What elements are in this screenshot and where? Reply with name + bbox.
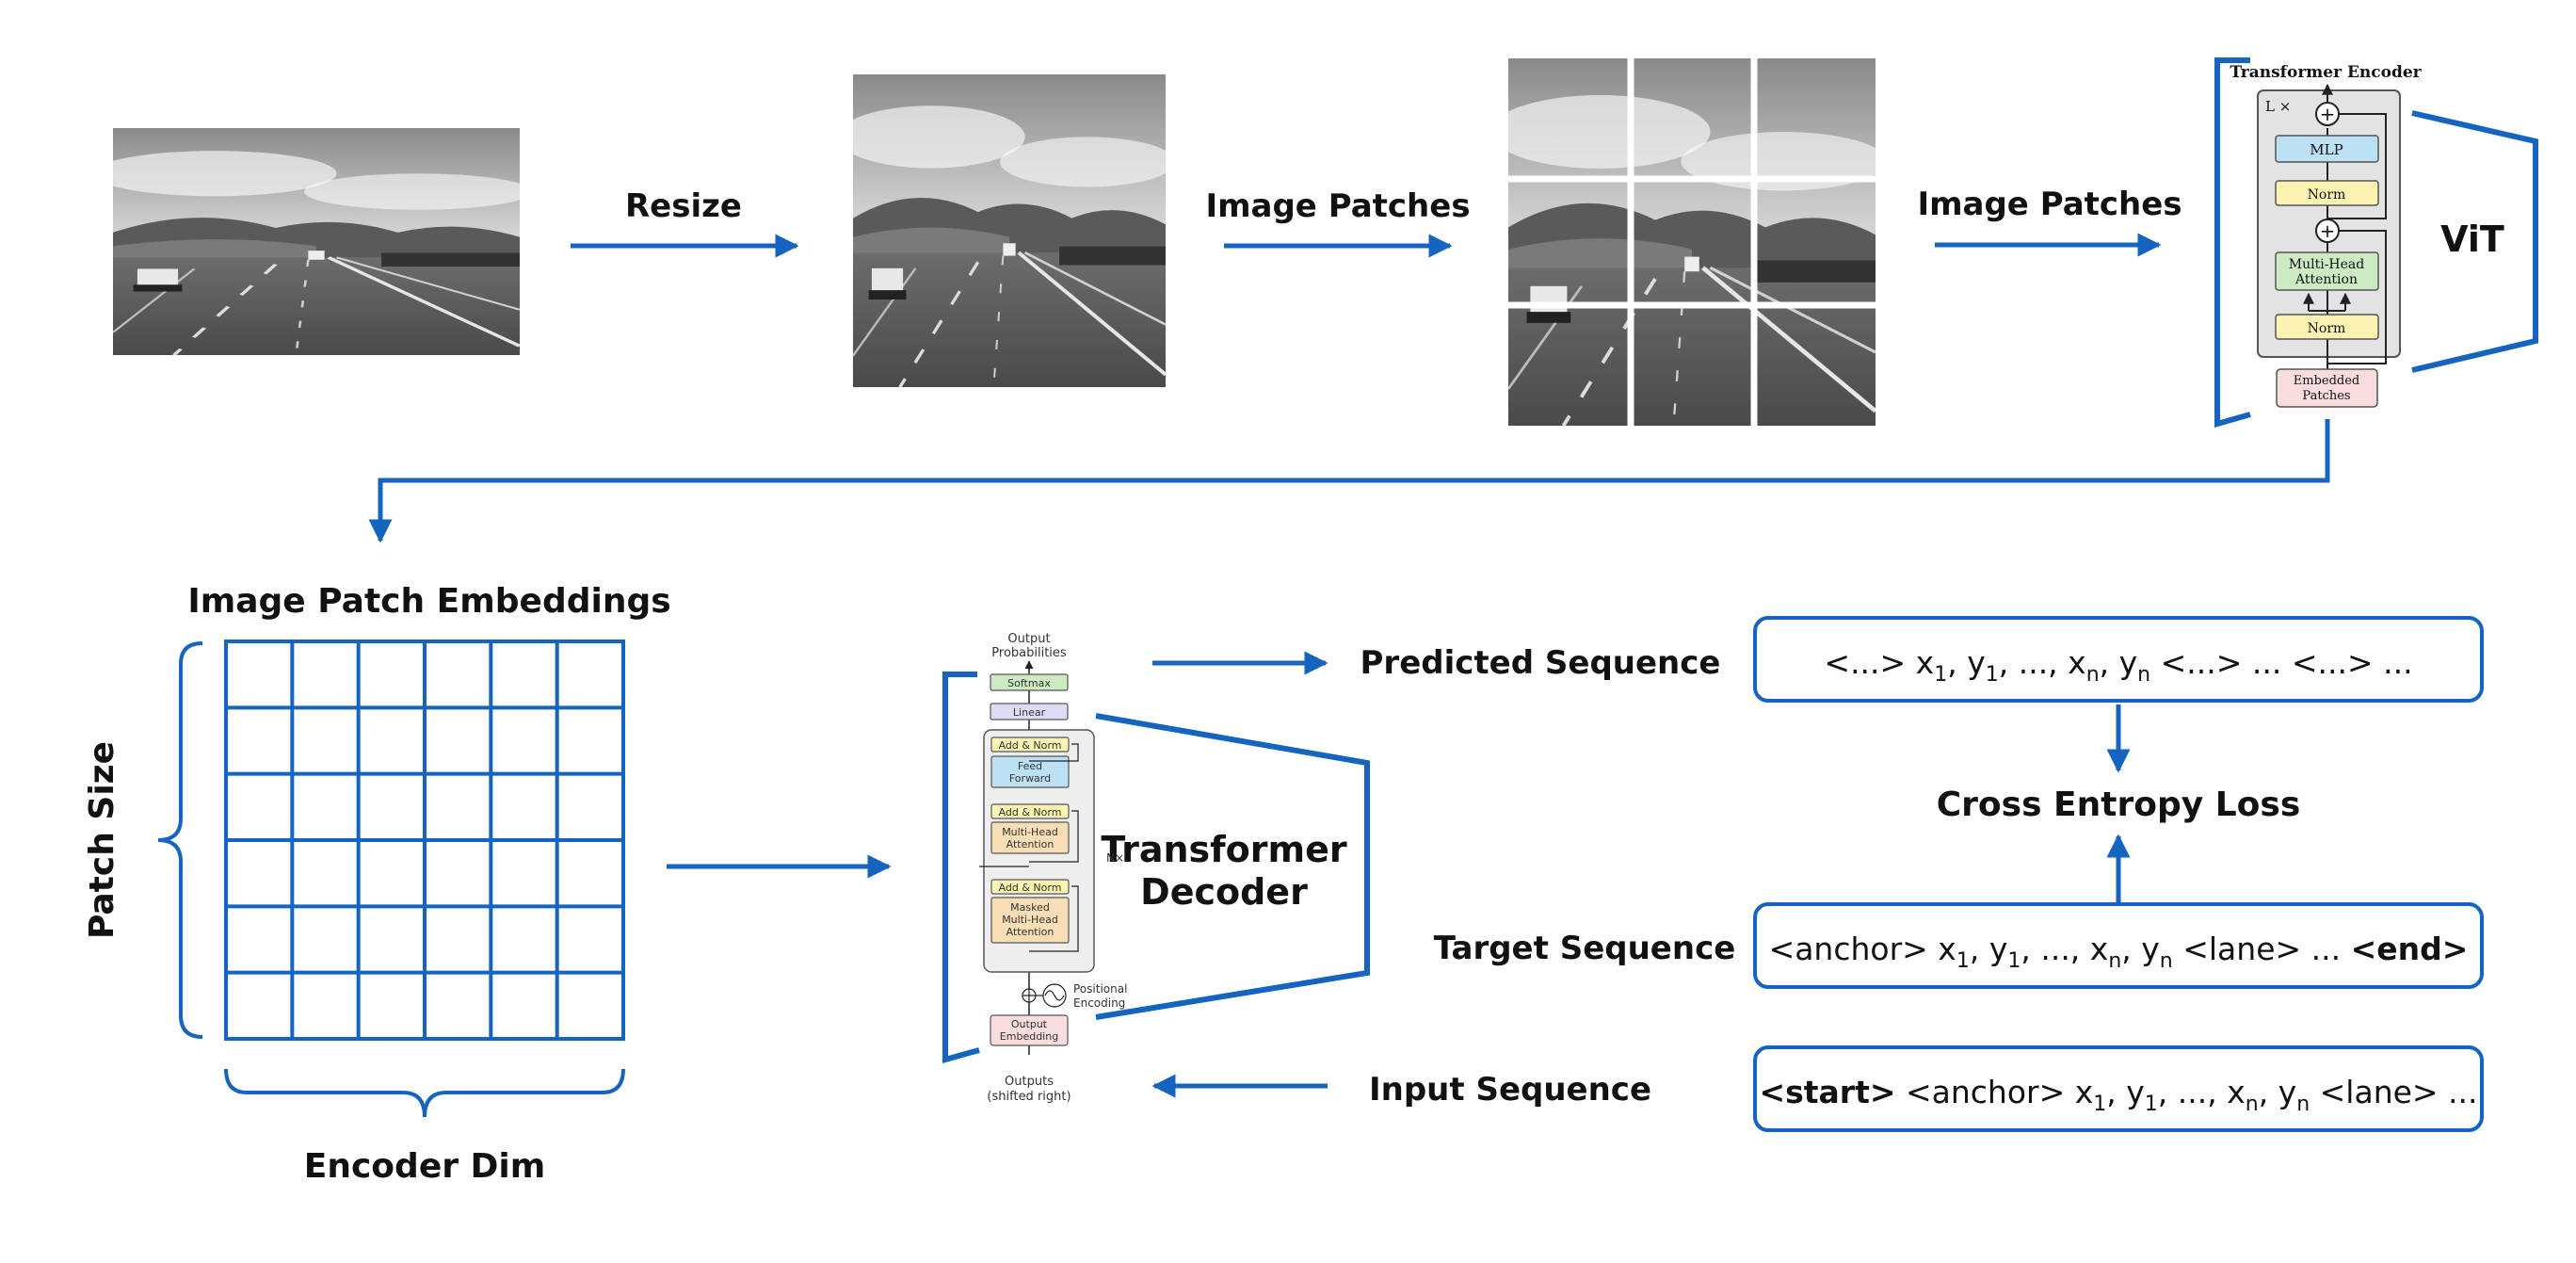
embedding-grid <box>224 640 625 1041</box>
svg-text:Multi-Head: Multi-Head <box>2289 257 2365 272</box>
predicted-sequence-label: Predicted Sequence <box>1360 644 1721 682</box>
predicted-sequence-box: <...> x1, y1, ..., xn, yn <...> ... <...… <box>1753 616 2484 703</box>
vit-bracket <box>2214 57 2538 428</box>
svg-text:Attention: Attention <box>1006 838 1055 850</box>
encoder-norm-box-bottom <box>2275 314 2379 340</box>
decoder-attention-box <box>990 821 1070 854</box>
svg-text:Multi-Head: Multi-Head <box>1002 826 1058 838</box>
output-embedding-box <box>990 1014 1069 1046</box>
svg-text:Positional: Positional <box>1073 982 1127 996</box>
decoder-masked-attention-box <box>990 897 1070 944</box>
predicted-sequence-text: <...> x1, y1, ..., xn, yn <...> ... <...… <box>1824 644 2412 687</box>
svg-text:Linear: Linear <box>1013 706 1046 719</box>
svg-text:Attention: Attention <box>2294 272 2358 287</box>
encoder-add-icon-2 <box>2315 219 2340 243</box>
original-image <box>92 128 532 355</box>
svg-text:Output: Output <box>1007 632 1050 646</box>
decoder-linear-box <box>990 703 1069 721</box>
svg-text:Probabilities: Probabilities <box>991 646 1067 660</box>
svg-text:+: + <box>2320 103 2336 125</box>
encoder-dim-brace <box>224 1068 625 1118</box>
encoder-repeat: L × <box>2265 98 2291 115</box>
embedded-patches-box <box>2276 368 2378 408</box>
input-sequence-text: <start> <anchor> x1, y1, ..., xn, yn <la… <box>1759 1074 2477 1116</box>
encoder-attention-box <box>2275 251 2379 291</box>
svg-text:Outputs: Outputs <box>1005 1075 1054 1089</box>
svg-text:N×: N× <box>1106 851 1124 865</box>
svg-text:Multi-Head: Multi-Head <box>1002 914 1058 926</box>
input-sequence-label: Input Sequence <box>1369 1071 1651 1109</box>
svg-text:+: + <box>2320 219 2336 242</box>
transformer-decoder-block: Output Probabilities Softmax Linear Add … <box>979 632 1127 1104</box>
svg-text:Output: Output <box>1011 1018 1048 1030</box>
decoder-bracket <box>942 672 1370 1063</box>
embeddings-title: Image Patch Embeddings <box>187 582 670 621</box>
decoder-softmax-box <box>990 673 1069 691</box>
svg-text:Add & Norm: Add & Norm <box>999 806 1062 818</box>
svg-text:Attention: Attention <box>1006 926 1055 938</box>
resize-label: Resize <box>625 187 742 225</box>
decoder-feed-forward-box <box>990 755 1070 788</box>
resized-image <box>853 74 1166 387</box>
decoder-label-line2: Decoder <box>1140 871 1308 913</box>
encoder-mlp-box <box>2275 135 2379 163</box>
svg-text:Feed: Feed <box>1018 760 1042 772</box>
input-sequence-box: <start> <anchor> x1, y1, ..., xn, yn <la… <box>1753 1045 2484 1132</box>
svg-text:Forward: Forward <box>1009 772 1051 785</box>
image-patches-label-1: Image Patches <box>1205 187 1470 225</box>
image-patches-label-2: Image Patches <box>1917 186 2182 223</box>
patch-size-brace <box>157 641 203 1039</box>
transformer-encoder-block: Transformer Encoder L × + MLP Norm + Mul… <box>2230 63 2423 408</box>
svg-text:Add & Norm: Add & Norm <box>999 882 1062 894</box>
decoder-label-line1: Transformer <box>1101 829 1347 870</box>
svg-text:(shifted right): (shifted right) <box>987 1090 1071 1104</box>
svg-text:Add & Norm: Add & Norm <box>999 739 1062 752</box>
target-sequence-text: <anchor> x1, y1, ..., xn, yn <lane> ... … <box>1769 931 2469 973</box>
encoder-dim-label: Encoder Dim <box>304 1147 546 1186</box>
target-sequence-box: <anchor> x1, y1, ..., xn, yn <lane> ... … <box>1753 902 2484 989</box>
svg-text:Norm: Norm <box>2308 321 2346 336</box>
encoder-add-icon <box>2315 102 2340 126</box>
encoder-norm-box-top <box>2275 180 2379 206</box>
target-sequence-label: Target Sequence <box>1434 930 1736 967</box>
svg-text:Masked: Masked <box>1010 901 1050 914</box>
svg-text:Softmax: Softmax <box>1007 677 1051 689</box>
vit-label: ViT <box>2440 219 2504 260</box>
patch-grid-image <box>1508 58 1876 426</box>
patch-size-label: Patch Size <box>83 741 121 939</box>
svg-text:Patches: Patches <box>2302 389 2350 403</box>
cross-entropy-loss-label: Cross Entropy Loss <box>1937 785 2301 824</box>
svg-text:Encoding: Encoding <box>1073 996 1125 1010</box>
svg-text:MLP: MLP <box>2310 141 2343 158</box>
svg-text:Norm: Norm <box>2308 187 2346 202</box>
encoder-title: Transformer Encoder <box>2230 63 2422 82</box>
svg-text:Embedding: Embedding <box>1000 1030 1058 1043</box>
encoder-to-embeddings-arrow <box>368 419 2330 543</box>
svg-text:Embedded: Embedded <box>2294 374 2360 388</box>
